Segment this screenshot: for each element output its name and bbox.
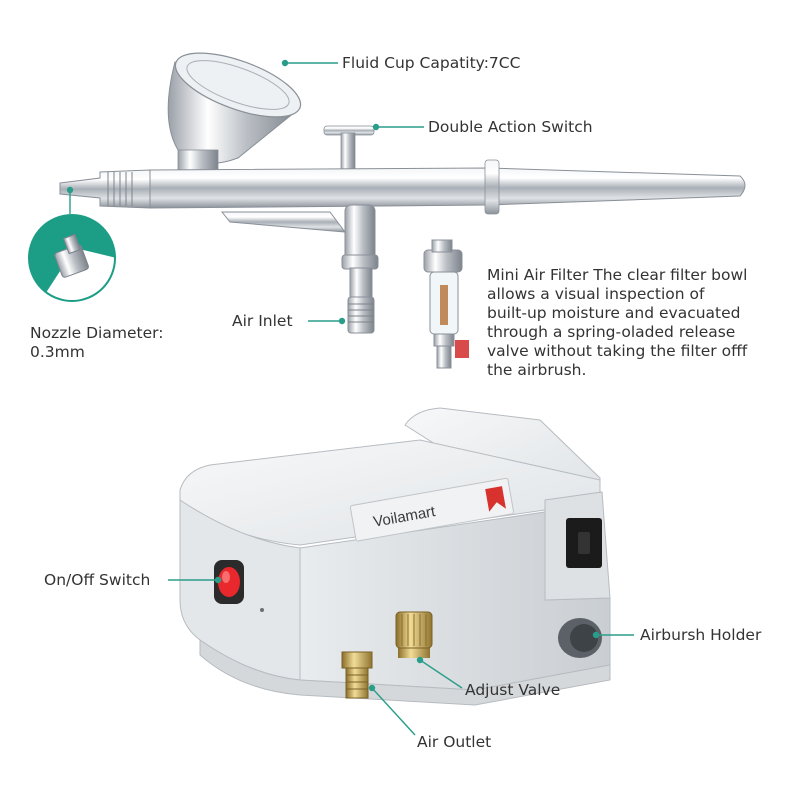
airbrush: [59, 52, 746, 334]
nozzle-diameter-value: 0.3mm: [30, 343, 85, 361]
compressor: [179, 407, 611, 706]
mini-air-filter: [423, 239, 469, 369]
air-filter-description: Mini Air Filter The clear filter bowl al…: [487, 266, 787, 380]
air-filter-line: built-up moisture and evacuated: [487, 304, 741, 322]
air-filter-line: allows a visual inspection of: [487, 285, 705, 303]
nozzle-assembly: [59, 169, 151, 209]
adjust-valve-knob: [395, 611, 433, 658]
brand-plate: [349, 477, 515, 542]
on-off-switch: [214, 560, 244, 604]
nozzle-zoom-inset: [28, 214, 116, 302]
air-outlet-fitting: [341, 651, 373, 699]
leader-lines: [66, 59, 634, 736]
air-filter-line: the airbrush.: [487, 361, 587, 379]
airbrush-body: [149, 167, 746, 209]
fluid-cup: [167, 52, 302, 173]
nozzle-diameter-label: Nozzle Diameter: 0.3mm: [30, 324, 163, 362]
double-action-switch-label: Double Action Switch: [428, 118, 593, 136]
air-filter-line: Mini Air Filter The clear filter bowl: [487, 266, 748, 284]
airbrush-holder-label: Airbursh Holder: [640, 626, 762, 644]
air-filter-line: through a spring-oladed release: [487, 323, 736, 341]
nozzle-diameter-line: Nozzle Diameter:: [30, 324, 164, 342]
air-outlet-label: Air Outlet: [417, 733, 492, 751]
on-off-switch-label: On/Off Switch: [44, 571, 151, 589]
air-inlet-label: Air Inlet: [232, 312, 293, 330]
double-action-trigger: [323, 125, 375, 176]
fluid-cup-label: Fluid Cup Capatity:7CC: [342, 54, 521, 72]
adjust-valve-label: Adjust Valve: [465, 681, 561, 699]
air-inlet-fitting: [341, 204, 379, 334]
air-filter-line: valve without taking the filter offf: [487, 342, 748, 360]
